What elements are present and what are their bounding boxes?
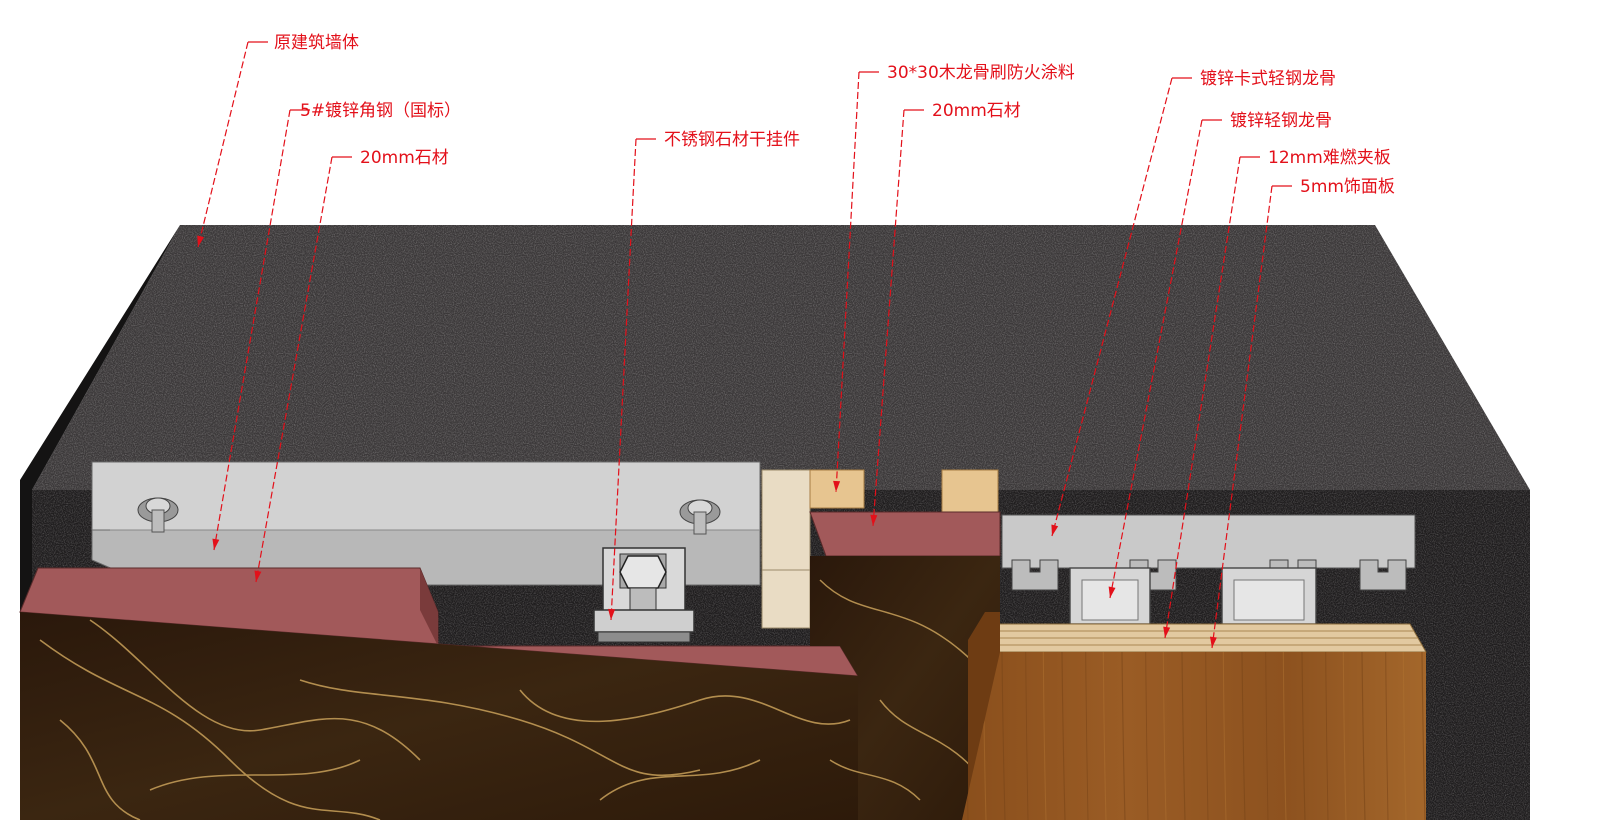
leader-line [197, 41, 249, 248]
leader-arrowhead [1209, 636, 1217, 648]
callout-label-veneer: 5mm饰面板 [1300, 177, 1395, 197]
stone-panel-mid [809, 511, 1001, 820]
callout-label-stone-mid: 20mm石材 [932, 101, 1021, 121]
leader-arrowhead [608, 608, 616, 620]
callout-label-board: 12mm难燃夹板 [1268, 148, 1391, 168]
callout-label-wood-keel: 30*30木龙骨刷防火涂料 [887, 63, 1075, 83]
angle-steel-back [91, 461, 761, 531]
callout-label-hanger: 不锈钢石材干挂件 [664, 130, 800, 150]
leader-line [213, 109, 291, 551]
callout-hanger: 不锈钢石材干挂件 [608, 130, 800, 621]
leader-arrowhead [1108, 586, 1116, 598]
callout-label-stone-left: 20mm石材 [360, 148, 449, 168]
callout-wood-keel: 30*30木龙骨刷防火涂料 [833, 63, 1075, 493]
clip-keel-plate [1001, 514, 1416, 569]
stone-left-face [20, 612, 858, 820]
stone-hanger [593, 547, 695, 643]
leader-arrowhead [1163, 626, 1171, 638]
callout-label-light-keel: 镀锌轻钢龙骨 [1230, 111, 1332, 131]
stone-panel-left [19, 567, 859, 820]
stone-mid-face [810, 556, 1000, 820]
bolt-right [679, 499, 721, 535]
angle-steel [91, 461, 761, 586]
light-steel-keel [1001, 514, 1416, 625]
annotations: 原建筑墙体5#镀锌角钢（国标）20mm石材不锈钢石材干挂件30*30木龙骨刷防火… [197, 33, 1395, 649]
callout-board: 12mm难燃夹板 [1163, 148, 1391, 639]
leader-arrowhead [870, 514, 878, 526]
callout-stone-mid: 20mm石材 [870, 101, 1021, 527]
callout-label-angle-steel: 5#镀锌角钢（国标） [300, 101, 461, 121]
bolt-left [137, 497, 179, 533]
leader-line [1164, 156, 1241, 639]
leader-arrowhead [197, 235, 205, 247]
leader-arrowhead [254, 570, 262, 582]
leader-arrowhead [1051, 524, 1059, 536]
callout-label-clip-keel: 镀锌卡式轻钢龙骨 [1200, 69, 1336, 89]
leader-arrowhead [212, 538, 220, 550]
callout-clip-keel: 镀锌卡式轻钢龙骨 [1051, 69, 1336, 537]
leader-arrowhead [833, 480, 841, 492]
stone-left-step [420, 568, 438, 646]
wood-keel-top-right [941, 469, 999, 515]
leader-line [1051, 77, 1173, 537]
callout-angle-steel: 5#镀锌角钢（国标） [212, 101, 461, 551]
callout-label-wall: 原建筑墙体 [274, 33, 359, 53]
leader-line [835, 71, 860, 493]
leader-line [610, 138, 637, 621]
wood-keel [761, 469, 999, 629]
leader-line [1211, 185, 1273, 649]
board-and-veneer [962, 612, 1427, 820]
callout-veneer: 5mm饰面板 [1209, 177, 1395, 649]
callout-stone-left: 20mm石材 [254, 148, 449, 583]
leader-line [1109, 119, 1203, 599]
callout-wall: 原建筑墙体 [197, 33, 359, 248]
marble-veins [39, 619, 851, 820]
stone-mid-top-edge [809, 511, 1001, 557]
wall-top-grain [32, 225, 1530, 490]
wood-keel-vertical [761, 469, 811, 629]
callout-light-keel: 镀锌轻钢龙骨 [1108, 111, 1332, 599]
leader-line [255, 156, 333, 583]
